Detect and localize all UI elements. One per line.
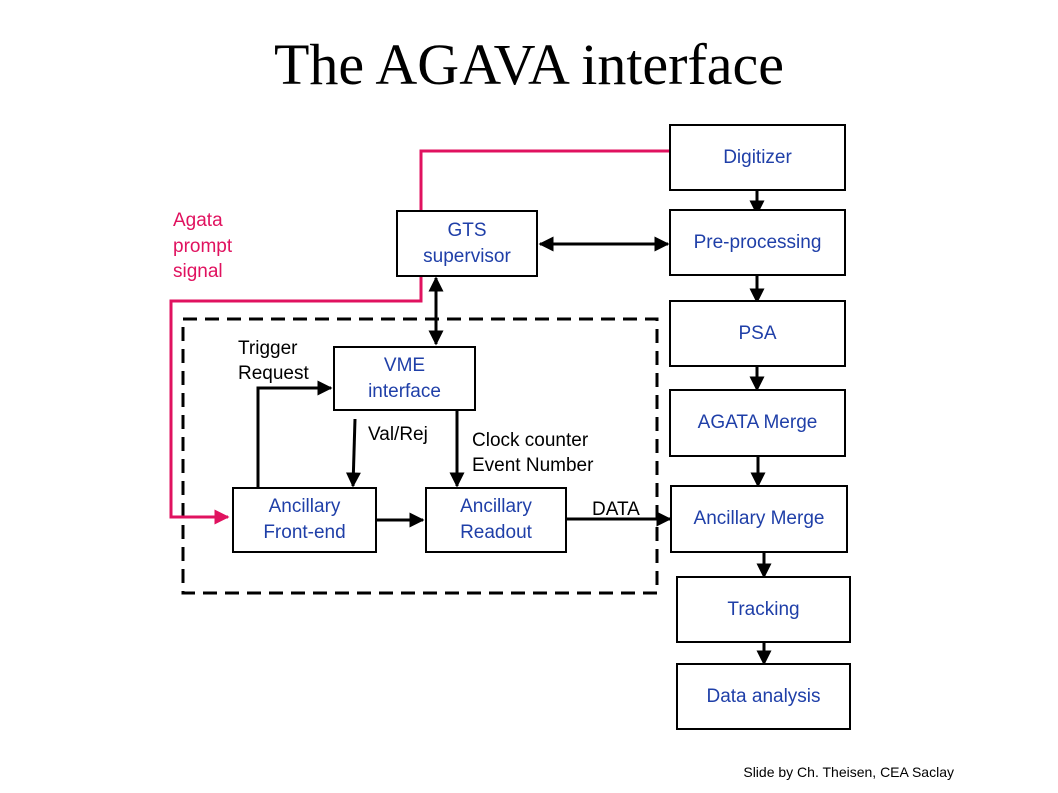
- arrow-val-rej: [345, 418, 361, 488]
- arrow-trigger-request: [256, 380, 333, 487]
- clock-counter-line2: Event Number: [472, 454, 594, 476]
- ancillary-merge-label: Ancillary Merge: [693, 508, 825, 530]
- agata-prompt-signal-label: Agata prompt signal: [173, 208, 232, 285]
- val-rej-label: Val/Rej: [368, 424, 428, 445]
- tracking-label: Tracking: [727, 598, 800, 620]
- digitizer-label: Digitizer: [723, 146, 792, 168]
- tracking-box: Tracking: [676, 576, 851, 643]
- agata-prompt-line3: signal: [173, 261, 223, 283]
- slide-credit: Slide by Ch. Theisen, CEA Saclay: [743, 764, 954, 780]
- data-analysis-label: Data analysis: [706, 685, 821, 707]
- vme-interface-box: VME interface: [333, 346, 476, 411]
- gts-label-line2: supervisor: [423, 245, 511, 267]
- readout-label-line1: Ancillary: [460, 496, 532, 518]
- digitizer-box: Digitizer: [669, 124, 846, 191]
- trigger-request-label: Trigger Request: [238, 337, 309, 386]
- gts-label-line1: GTS: [447, 219, 487, 241]
- psa-label: PSA: [738, 322, 777, 344]
- agata-prompt-line1: Agata: [173, 210, 223, 231]
- frontend-label-line2: Front-end: [263, 522, 346, 543]
- clock-counter-line1: Clock counter: [472, 430, 589, 451]
- gts-supervisor-box: GTS supervisor: [396, 210, 538, 277]
- clock-counter-label: Clock counter Event Number: [472, 429, 593, 478]
- trigger-request-line2: Request: [238, 362, 309, 384]
- frontend-label-line1: Ancillary: [268, 496, 341, 518]
- preprocessing-box: Pre-processing: [669, 209, 846, 276]
- data-analysis-box: Data analysis: [676, 663, 851, 730]
- data-label: DATA: [592, 499, 640, 520]
- ancillary-merge-box: Ancillary Merge: [670, 485, 848, 553]
- vme-label-line2: interface: [368, 380, 441, 402]
- agata-prompt-line2: prompt: [173, 235, 233, 257]
- agata-merge-box: AGATA Merge: [669, 389, 846, 457]
- agata-prompt-signal-line: [169, 149, 669, 525]
- vme-label-line1: VME: [383, 354, 426, 376]
- readout-label-line2: Readout: [460, 522, 532, 543]
- psa-box: PSA: [669, 300, 846, 367]
- trigger-request-line1: Trigger: [238, 338, 298, 359]
- page-title: The AGAVA interface: [273, 32, 785, 97]
- preprocessing-label: Pre-processing: [693, 231, 822, 253]
- agata-merge-label: AGATA Merge: [697, 412, 818, 434]
